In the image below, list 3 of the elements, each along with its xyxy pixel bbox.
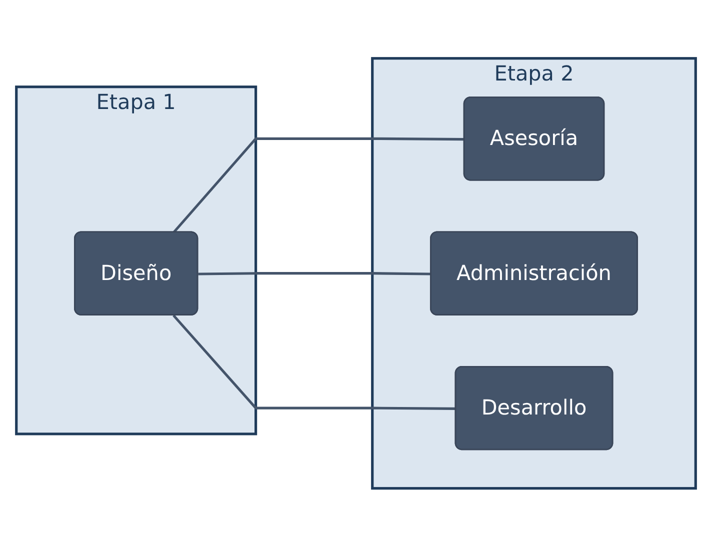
connector (172, 314, 456, 410)
connector (172, 137, 465, 234)
connector (198, 272, 432, 275)
